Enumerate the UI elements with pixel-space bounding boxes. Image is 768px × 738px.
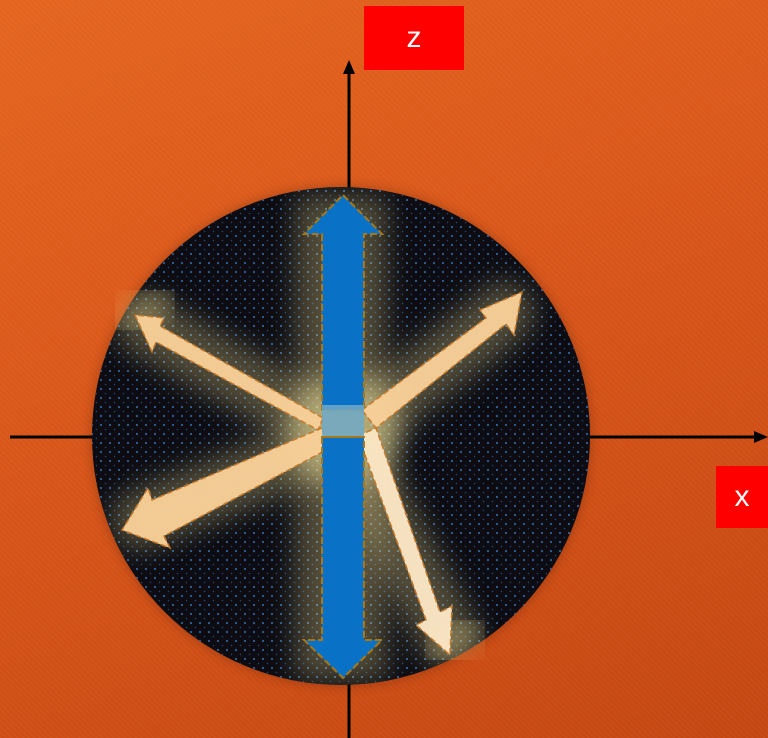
z-axis-arrowhead bbox=[343, 60, 355, 74]
z-axis-label: z bbox=[364, 6, 464, 70]
primary-arrow-center bbox=[322, 405, 364, 437]
x-axis-arrowhead bbox=[754, 431, 768, 443]
x-axis-label: x bbox=[716, 466, 768, 528]
